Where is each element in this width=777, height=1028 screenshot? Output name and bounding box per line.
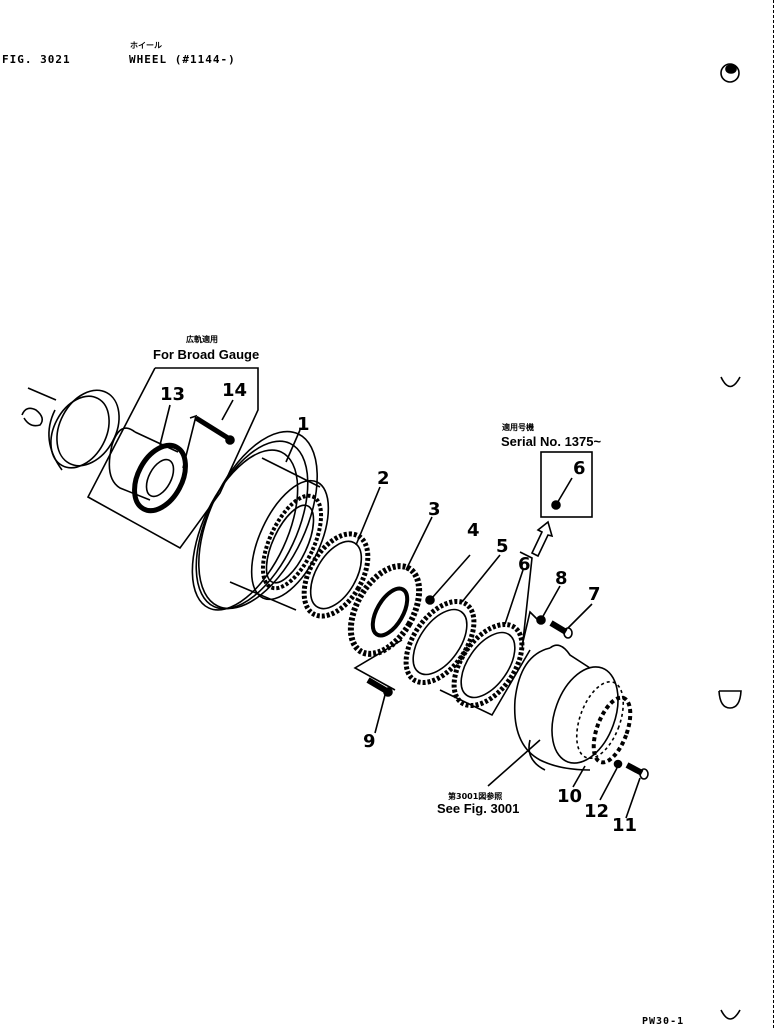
- callout-11: 11: [612, 815, 638, 836]
- part-1-wheel: [191, 430, 330, 611]
- binder-hole-icon: [720, 63, 740, 83]
- see-fig-jp-label: 第3001図参照: [448, 792, 503, 801]
- callout-7: 7: [588, 584, 601, 605]
- callout-4: 4: [467, 520, 480, 541]
- page-code: PW30-1: [642, 1016, 685, 1027]
- binder-hole-icon: [720, 1009, 741, 1020]
- hub-drawing: [21, 387, 120, 471]
- binder-hole-icon: [720, 376, 741, 388]
- callout-12: 12: [584, 801, 610, 822]
- see-fig-label: See Fig. 3001: [437, 801, 520, 816]
- page-edge-line: [773, 0, 774, 1028]
- page-title: WHEEL (#1144-): [129, 53, 236, 66]
- callout-8: 8: [555, 568, 568, 589]
- broad-gauge-label: For Broad Gauge: [153, 347, 260, 362]
- callout-14: 14: [222, 380, 248, 401]
- callout-6-serial: 6: [573, 458, 586, 479]
- broad-gauge-jp-label: 広軌適用: [186, 335, 218, 344]
- callout-5: 5: [496, 536, 509, 557]
- figure-id: FIG. 3021: [2, 53, 71, 66]
- title-jp: ホイール: [130, 41, 162, 50]
- part-carrier: [513, 644, 633, 771]
- binder-hole-icon: [718, 690, 742, 709]
- callout-2: 2: [377, 468, 390, 489]
- part-13-bearing: [108, 427, 188, 514]
- callout-3: 3: [428, 499, 441, 520]
- callout-6: 6: [518, 554, 531, 575]
- callout-9: 9: [363, 731, 376, 752]
- serial-jp-label: 適用号機: [502, 423, 534, 432]
- callout-10: 10: [557, 786, 583, 807]
- serial-label: Serial No. 1375~: [501, 434, 602, 449]
- callout-1: 1: [297, 414, 310, 435]
- callout-13: 13: [160, 384, 186, 405]
